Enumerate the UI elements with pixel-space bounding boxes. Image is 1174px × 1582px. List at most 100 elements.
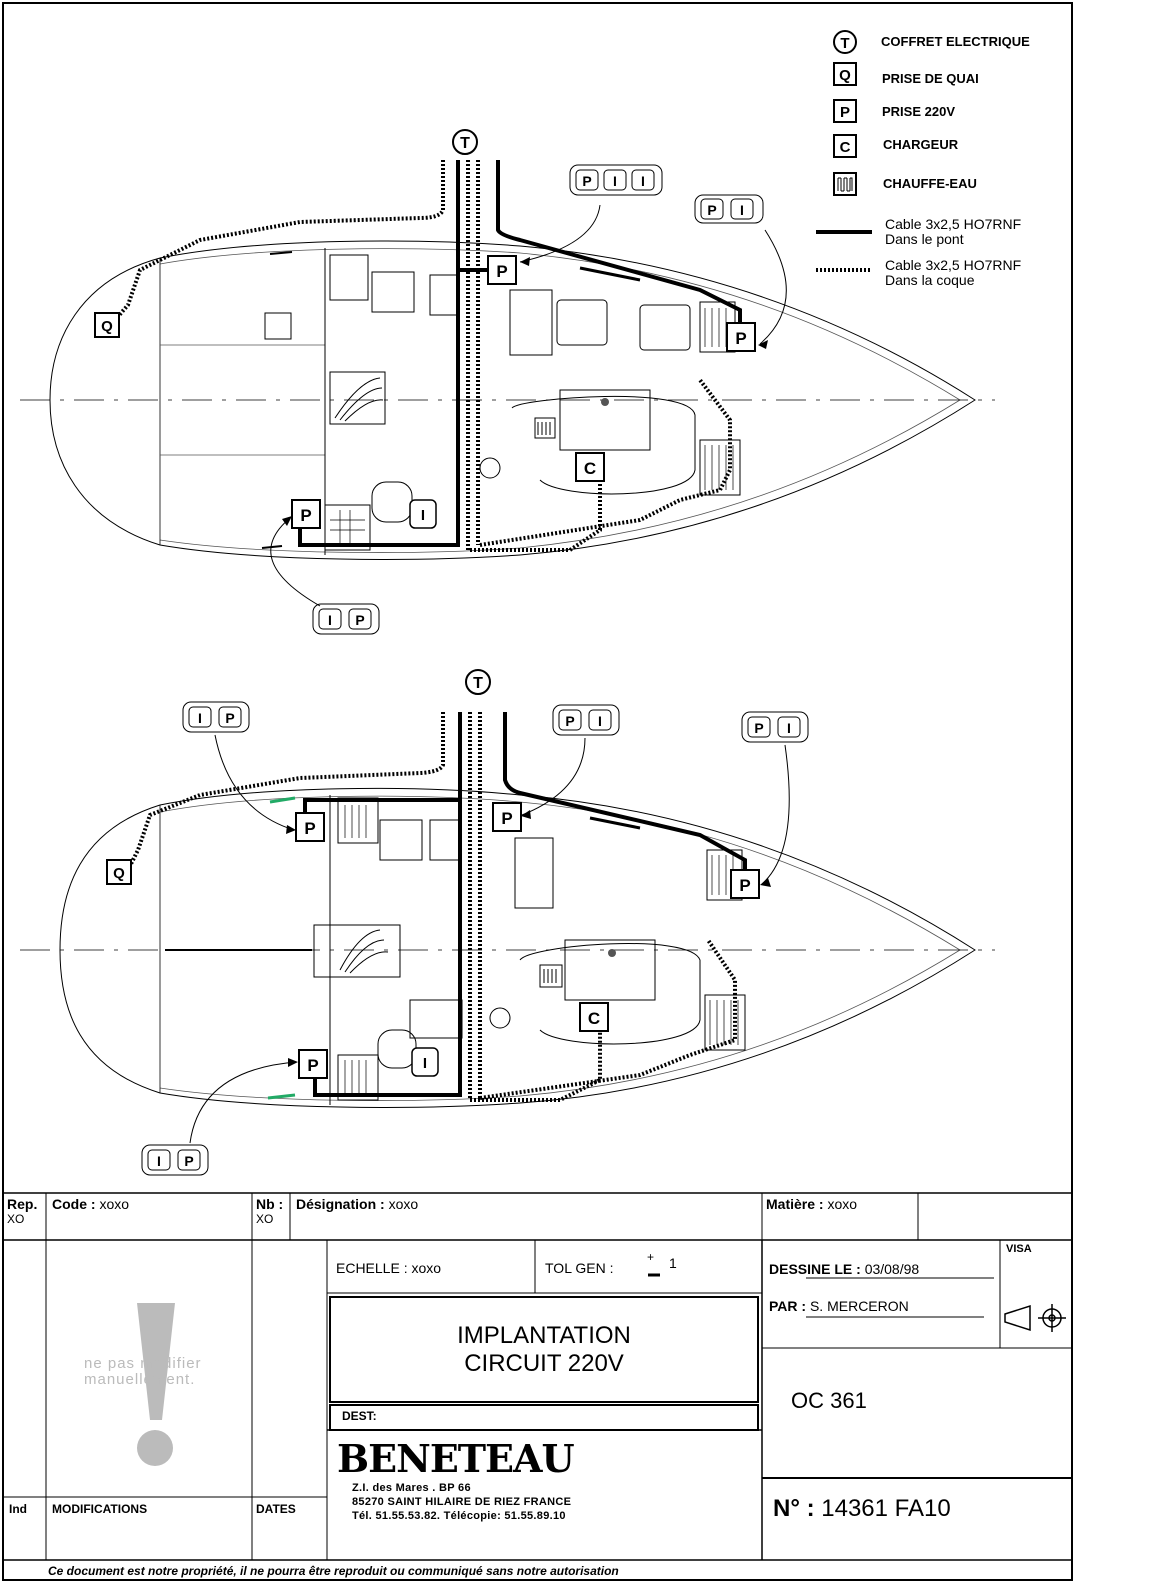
code-value: xoxo bbox=[99, 1196, 130, 1212]
svg-text:I: I bbox=[198, 710, 202, 726]
projection-symbol-icon bbox=[1004, 1304, 1066, 1332]
designation-value: xoxo bbox=[388, 1196, 419, 1212]
svg-text:Q: Q bbox=[113, 865, 125, 882]
model-name: OC 361 bbox=[791, 1388, 867, 1413]
legend-cable-hull-text1: Cable 3x2,5 HO7RNF bbox=[885, 257, 1021, 273]
callout-PI-upper-right: P I bbox=[694, 194, 787, 349]
callout-PII-upper: P I I bbox=[519, 164, 663, 266]
callout-PI-lower-mid: P I bbox=[521, 704, 620, 819]
charger-C-upper: C bbox=[575, 452, 605, 482]
boat-plan-lower: T Q P P P P C I bbox=[20, 669, 995, 1176]
rep-label: Rep. bbox=[7, 1196, 38, 1212]
outlet-P-upper-3: P bbox=[291, 499, 321, 529]
legend-label-coffret: COFFRET ELECTRIQUE bbox=[881, 34, 1030, 49]
echelle-field: ECHELLE : xoxo bbox=[336, 1260, 441, 1276]
drawing-number-label: N° : bbox=[773, 1495, 815, 1522]
svg-text:C: C bbox=[588, 1009, 600, 1028]
svg-text:P: P bbox=[307, 1056, 318, 1075]
svg-text:T: T bbox=[473, 675, 483, 692]
drawing-title-line2: CIRCUIT 220V bbox=[464, 1350, 624, 1377]
outlet-P-lower-4: P bbox=[298, 1049, 328, 1079]
echelle-label: ECHELLE : bbox=[336, 1260, 408, 1276]
svg-text:Q: Q bbox=[839, 67, 851, 84]
shore-power-Q-lower: Q bbox=[106, 859, 132, 885]
legend-cable-hull-text2: Dans la coque bbox=[885, 272, 975, 288]
legend-cable-deck-text2: Dans le pont bbox=[885, 231, 964, 247]
deck-cables-upper bbox=[298, 160, 742, 547]
svg-text:I: I bbox=[157, 1153, 161, 1169]
title-block-grid bbox=[3, 1192, 1072, 1561]
par-value: S. MERCERON bbox=[809, 1298, 909, 1314]
hull-cables-lower bbox=[126, 712, 737, 1102]
svg-text:P: P bbox=[184, 1153, 193, 1169]
svg-text:P: P bbox=[707, 202, 716, 218]
legend-label-prise-quai: PRISE DE QUAI bbox=[882, 71, 979, 86]
echelle-value: xoxo bbox=[411, 1260, 442, 1276]
svg-text:I: I bbox=[740, 202, 744, 218]
callout-IP-lower-top: I P bbox=[182, 701, 296, 834]
address-line2: 85270 SAINT HILAIRE DE RIEZ FRANCE bbox=[352, 1496, 572, 1508]
svg-text:I: I bbox=[421, 507, 425, 524]
legend-cable-deck-text1: Cable 3x2,5 HO7RNF bbox=[885, 216, 1021, 232]
dessine-value: 03/08/98 bbox=[864, 1261, 920, 1277]
legend-symbol-Q: Q bbox=[833, 62, 857, 86]
svg-text:P: P bbox=[582, 173, 591, 189]
svg-text:T: T bbox=[840, 35, 849, 52]
svg-text:P: P bbox=[225, 710, 234, 726]
outlet-P-lower-2: P bbox=[492, 802, 522, 832]
matiere-field: Matière : xoxo bbox=[766, 1196, 857, 1212]
nb-label: Nb : bbox=[256, 1196, 284, 1212]
matiere-value: xoxo bbox=[827, 1196, 858, 1212]
svg-text:I: I bbox=[613, 173, 617, 189]
modifications-label: MODIFICATIONS bbox=[52, 1502, 148, 1516]
dest-label: DEST: bbox=[342, 1409, 377, 1423]
ind-label: Ind bbox=[9, 1502, 27, 1516]
svg-text:P: P bbox=[501, 809, 512, 828]
legend-symbol-P: P bbox=[833, 99, 857, 123]
svg-text:P: P bbox=[565, 713, 574, 729]
svg-text:C: C bbox=[584, 459, 596, 478]
designation-label: Désignation : bbox=[296, 1196, 385, 1212]
svg-text:P: P bbox=[739, 876, 750, 895]
nb-value: XO bbox=[256, 1212, 274, 1226]
panel-T-lower: T bbox=[465, 669, 491, 695]
svg-text:P: P bbox=[840, 104, 850, 121]
drawing-number-value: 14361 FA10 bbox=[821, 1495, 951, 1522]
legend-symbol-C: C bbox=[833, 134, 857, 158]
code-field: Code : xoxo bbox=[52, 1196, 129, 1212]
svg-text:P: P bbox=[735, 329, 746, 348]
svg-text:T: T bbox=[460, 135, 470, 152]
outlet-P-upper-1: P bbox=[487, 255, 517, 285]
legend-label-prise-220v: PRISE 220V bbox=[882, 104, 955, 119]
legend-symbol-T: T bbox=[833, 30, 857, 54]
deck-cables-lower bbox=[303, 712, 747, 1097]
water-heater-icon bbox=[833, 172, 857, 196]
tol-value: 1 bbox=[669, 1255, 677, 1271]
callout-IP-lower-bottom: I P bbox=[141, 1058, 298, 1176]
dessine-field: DESSINE LE : 03/08/98 bbox=[769, 1261, 919, 1277]
code-label: Code : bbox=[52, 1196, 96, 1212]
charger-C-lower: C bbox=[579, 1002, 609, 1032]
address-line3: Tél. 51.55.53.82. Télécopie: 51.55.89.10 bbox=[352, 1510, 566, 1522]
drawing-number: N° : 14361 FA10 bbox=[773, 1495, 951, 1523]
matiere-label: Matière : bbox=[766, 1196, 824, 1212]
boat-plan-upper: T Q P P P C I bbox=[20, 129, 995, 635]
warning-text: ne pas modifier manuellement. bbox=[84, 1355, 202, 1388]
rep-value: XO bbox=[7, 1212, 25, 1226]
dessine-label: DESSINE LE : bbox=[769, 1261, 861, 1277]
svg-text:P: P bbox=[304, 819, 315, 838]
visa-label: VISA bbox=[1006, 1243, 1032, 1255]
outlet-P-lower-1: P bbox=[295, 812, 325, 842]
hull-cables-upper bbox=[113, 160, 732, 552]
svg-text:P: P bbox=[496, 262, 507, 281]
svg-text:I: I bbox=[641, 173, 645, 189]
designation-field: Désignation : xoxo bbox=[296, 1196, 418, 1212]
svg-text:Q: Q bbox=[101, 318, 113, 335]
panel-T-upper: T bbox=[452, 129, 478, 155]
callout-IP-upper-left: I P bbox=[270, 516, 380, 635]
par-label: PAR : bbox=[769, 1298, 807, 1314]
switch-I-lower: I bbox=[411, 1047, 439, 1077]
switch-I-upper: I bbox=[409, 499, 437, 529]
outlet-P-lower-3: P bbox=[730, 869, 760, 899]
